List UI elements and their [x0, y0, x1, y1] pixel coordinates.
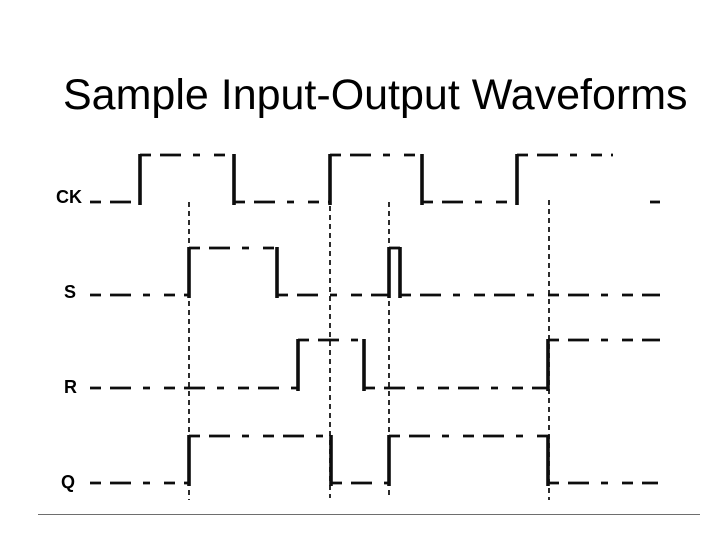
signal-label-r: R [64, 377, 77, 397]
signal-label-q: Q [61, 472, 75, 492]
slide-title: Sample Input-Output Waveforms [63, 71, 688, 119]
signal-label-ck: CK [56, 187, 82, 207]
signal-label-s: S [64, 282, 76, 302]
bottom-divider-line [38, 514, 700, 515]
